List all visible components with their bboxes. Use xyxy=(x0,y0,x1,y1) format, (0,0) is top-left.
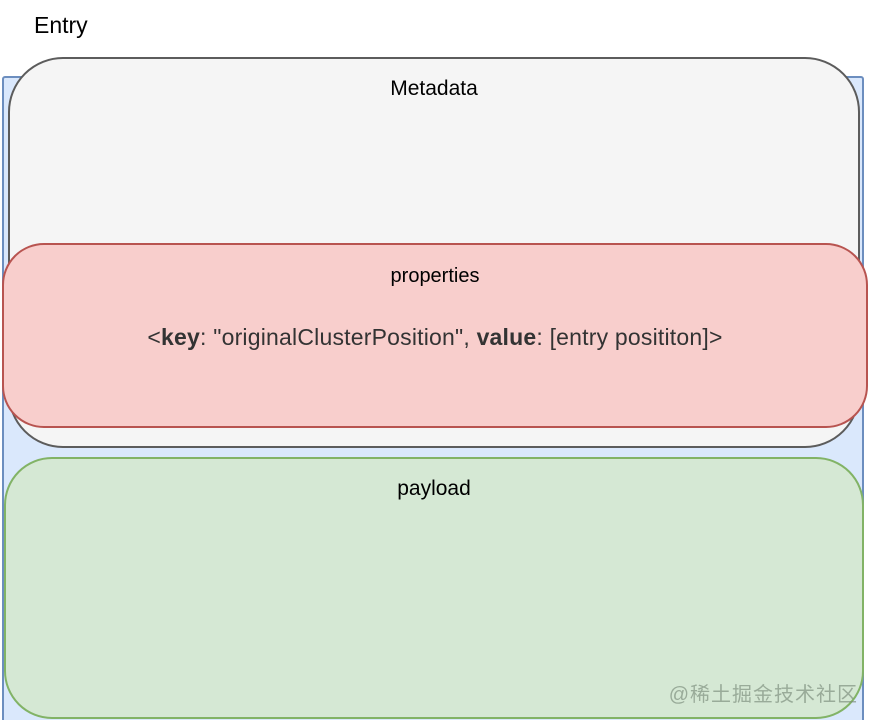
properties-key-keyword: key xyxy=(161,324,201,350)
properties-open-bracket: < xyxy=(147,324,162,350)
metadata-label: Metadata xyxy=(390,77,478,100)
properties-key-value: : "originalClusterPosition", xyxy=(200,324,477,350)
properties-label: properties xyxy=(390,265,480,287)
entry-title-label: Entry xyxy=(34,12,88,38)
payload-box: payload xyxy=(4,457,864,719)
properties-key-value-text: <key: "originalClusterPosition", value: … xyxy=(4,324,866,351)
properties-box: properties <key: "originalClusterPositio… xyxy=(2,243,868,428)
watermark-text: @稀土掘金技术社区 xyxy=(668,684,858,706)
properties-value-value: : [entry posititon]> xyxy=(536,324,723,350)
properties-value-keyword: value xyxy=(476,324,537,350)
payload-label: payload xyxy=(397,477,471,500)
